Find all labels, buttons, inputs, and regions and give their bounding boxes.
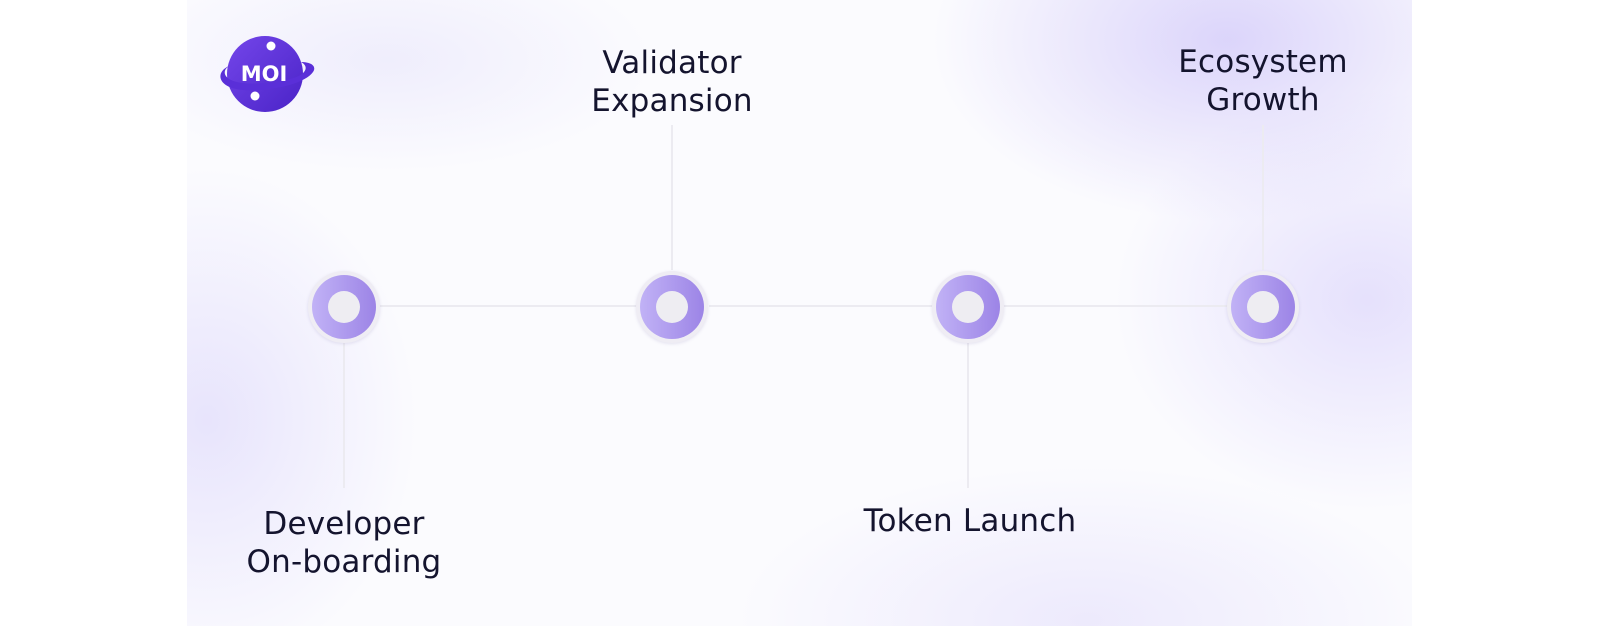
milestone-label-token-launch: Token Launch xyxy=(863,503,1077,539)
milestone-node-validator-expansion xyxy=(636,271,708,343)
connector-2-3 xyxy=(709,305,934,307)
stem-validator-expansion xyxy=(671,125,673,270)
milestone-label-developer-onboarding: Developer On-boarding xyxy=(246,506,442,580)
node-core xyxy=(328,291,360,323)
node-core xyxy=(656,291,688,323)
moi-logo-icon: MOI xyxy=(220,36,315,112)
node-core xyxy=(952,291,984,323)
roadmap-panel: MOI Developer On-boarding Validator Expa… xyxy=(187,0,1412,626)
milestone-node-developer-onboarding xyxy=(308,271,380,343)
stem-developer-onboarding xyxy=(343,343,345,488)
node-core xyxy=(1247,291,1279,323)
milestone-node-token-launch xyxy=(932,271,1004,343)
stem-token-launch xyxy=(967,343,969,488)
stem-ecosystem-growth xyxy=(1262,125,1264,270)
connector-1-2 xyxy=(378,305,641,307)
milestone-label-ecosystem-growth: Ecosystem Growth xyxy=(1178,44,1348,118)
milestone-node-ecosystem-growth xyxy=(1227,271,1299,343)
logo-text: MOI xyxy=(241,62,288,86)
connector-3-4 xyxy=(1002,305,1232,307)
milestone-label-validator-expansion: Validator Expansion xyxy=(591,45,753,119)
